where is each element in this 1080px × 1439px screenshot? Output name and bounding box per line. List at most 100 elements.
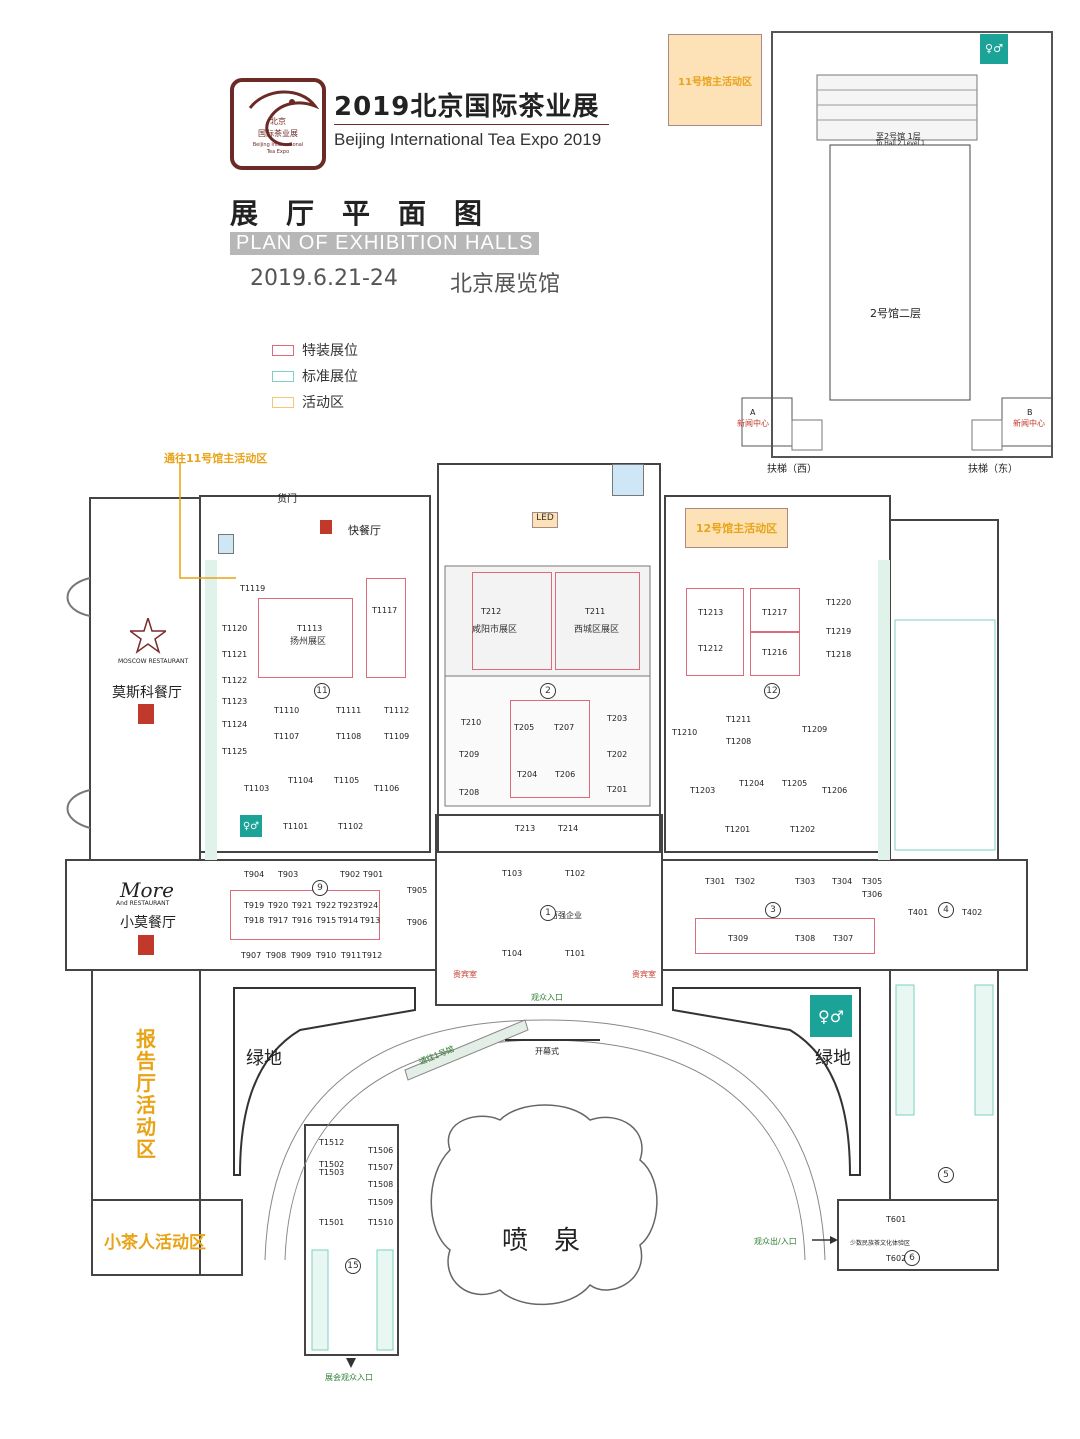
booth-label-T919[interactable]: T919 <box>244 901 265 910</box>
booth-label-T902[interactable]: T902 <box>340 870 361 879</box>
booth-T1216[interactable] <box>750 632 800 676</box>
booth-label-T104[interactable]: T104 <box>502 949 523 958</box>
booth-label-T1102[interactable]: T1102 <box>338 822 364 831</box>
booth-label-T1120[interactable]: T1120 <box>222 624 248 633</box>
booth-label-T1113[interactable]: T1113 <box>297 624 323 633</box>
booth-label-T210[interactable]: T210 <box>461 718 482 727</box>
booth-label-T922[interactable]: T922 <box>316 901 337 910</box>
booth-label-T1503[interactable]: T1503 <box>319 1168 345 1177</box>
booth-label-T103[interactable]: T103 <box>502 869 523 878</box>
booth-label-T1510[interactable]: T1510 <box>368 1218 394 1227</box>
booth-label-T1201[interactable]: T1201 <box>725 825 751 834</box>
booth-label-T211[interactable]: T211 <box>585 607 606 616</box>
booth-label-T923[interactable]: T923 <box>338 901 359 910</box>
booth-label-T1212[interactable]: T1212 <box>698 644 724 653</box>
booth-label-T1105[interactable]: T1105 <box>334 776 360 785</box>
booth-label-T1220[interactable]: T1220 <box>826 598 852 607</box>
booth-label-T203[interactable]: T203 <box>607 714 628 723</box>
booth-label-T914[interactable]: T914 <box>338 916 359 925</box>
booth-label-T904[interactable]: T904 <box>244 870 265 879</box>
booth-label-T1108[interactable]: T1108 <box>336 732 362 741</box>
booth-label-T1512[interactable]: T1512 <box>319 1138 345 1147</box>
booth-label-T1209[interactable]: T1209 <box>802 725 828 734</box>
booth-T309-block[interactable] <box>695 918 875 954</box>
booth-label-T1205[interactable]: T1205 <box>782 779 808 788</box>
booth-label-T1125[interactable]: T1125 <box>222 747 248 756</box>
booth-label-T901[interactable]: T901 <box>363 870 384 879</box>
booth-label-T1203[interactable]: T1203 <box>690 786 716 795</box>
booth-label-T202[interactable]: T202 <box>607 750 628 759</box>
booth-label-T917[interactable]: T917 <box>268 916 289 925</box>
booth-label-T301[interactable]: T301 <box>705 877 726 886</box>
booth-label-T1122[interactable]: T1122 <box>222 676 248 685</box>
booth-label-T1101[interactable]: T1101 <box>283 822 309 831</box>
booth-label-T308[interactable]: T308 <box>795 934 816 943</box>
booth-label-T204[interactable]: T204 <box>517 770 538 779</box>
booth-label-T1501[interactable]: T1501 <box>319 1218 345 1227</box>
booth-label-T924[interactable]: T924 <box>358 901 379 910</box>
booth-label-T906[interactable]: T906 <box>407 918 428 927</box>
booth-label-T911[interactable]: T911 <box>341 951 362 960</box>
booth-label-T307[interactable]: T307 <box>833 934 854 943</box>
booth-label-T1509[interactable]: T1509 <box>368 1198 394 1207</box>
booth-label-T402[interactable]: T402 <box>962 908 983 917</box>
booth-label-T907[interactable]: T907 <box>241 951 262 960</box>
booth-label-T208[interactable]: T208 <box>459 788 480 797</box>
booth-label-T1103[interactable]: T1103 <box>244 784 270 793</box>
booth-label-T1104[interactable]: T1104 <box>288 776 314 785</box>
booth-label-T206[interactable]: T206 <box>555 770 576 779</box>
booth-label-T921[interactable]: T921 <box>292 901 313 910</box>
booth-label-T1121[interactable]: T1121 <box>222 650 248 659</box>
booth-label-T306[interactable]: T306 <box>862 890 883 899</box>
booth-T211[interactable] <box>555 572 640 670</box>
booth-T1113[interactable] <box>258 598 353 678</box>
booth-label-T1210[interactable]: T1210 <box>672 728 698 737</box>
booth-label-T303[interactable]: T303 <box>795 877 816 886</box>
booth-label-T1216[interactable]: T1216 <box>762 648 788 657</box>
booth-label-T1219[interactable]: T1219 <box>826 627 852 636</box>
booth-label-T207[interactable]: T207 <box>554 723 575 732</box>
booth-label-T1208[interactable]: T1208 <box>726 737 752 746</box>
booth-label-T602[interactable]: T602 <box>886 1254 907 1263</box>
booth-label-T1507[interactable]: T1507 <box>368 1163 394 1172</box>
booth-label-T912[interactable]: T912 <box>362 951 383 960</box>
booth-label-T302[interactable]: T302 <box>735 877 756 886</box>
booth-T1117[interactable] <box>366 578 406 678</box>
booth-label-T401[interactable]: T401 <box>908 908 929 917</box>
booth-label-T1110[interactable]: T1110 <box>274 706 300 715</box>
booth-label-T910[interactable]: T910 <box>316 951 337 960</box>
booth-label-T913[interactable]: T913 <box>360 916 381 925</box>
booth-label-T1508[interactable]: T1508 <box>368 1180 394 1189</box>
booth-label-T1506[interactable]: T1506 <box>368 1146 394 1155</box>
booth-label-T908[interactable]: T908 <box>266 951 287 960</box>
booth-label-T1202[interactable]: T1202 <box>790 825 816 834</box>
booth-label-T905[interactable]: T905 <box>407 886 428 895</box>
booth-label-T101[interactable]: T101 <box>565 949 586 958</box>
booth-T919-block[interactable] <box>230 890 380 940</box>
booth-label-T916[interactable]: T916 <box>292 916 313 925</box>
booth-label-T304[interactable]: T304 <box>832 877 853 886</box>
booth-label-T1213[interactable]: T1213 <box>698 608 724 617</box>
booth-label-T1211[interactable]: T1211 <box>726 715 752 724</box>
booth-label-T1204[interactable]: T1204 <box>739 779 765 788</box>
booth-label-T214[interactable]: T214 <box>558 824 579 833</box>
booth-label-T201[interactable]: T201 <box>607 785 628 794</box>
booth-label-T1502[interactable]: T1502 <box>319 1160 345 1169</box>
booth-label-T1218[interactable]: T1218 <box>826 650 852 659</box>
booth-label-T1119[interactable]: T1119 <box>240 584 266 593</box>
booth-label-T1112[interactable]: T1112 <box>384 706 410 715</box>
booth-T1213[interactable] <box>686 588 744 676</box>
booth-label-T915[interactable]: T915 <box>316 916 337 925</box>
booth-label-T1124[interactable]: T1124 <box>222 720 248 729</box>
booth-label-T1217[interactable]: T1217 <box>762 608 788 617</box>
booth-label-T920[interactable]: T920 <box>268 901 289 910</box>
booth-label-T213[interactable]: T213 <box>515 824 536 833</box>
booth-label-T1117[interactable]: T1117 <box>372 606 398 615</box>
booth-label-T1111[interactable]: T1111 <box>336 706 362 715</box>
booth-label-T909[interactable]: T909 <box>291 951 312 960</box>
booth-T1217[interactable] <box>750 588 800 632</box>
booth-label-T1109[interactable]: T1109 <box>384 732 410 741</box>
booth-label-T601[interactable]: T601 <box>886 1215 907 1224</box>
booth-label-T903[interactable]: T903 <box>278 870 299 879</box>
booth-label-T1123[interactable]: T1123 <box>222 697 248 706</box>
